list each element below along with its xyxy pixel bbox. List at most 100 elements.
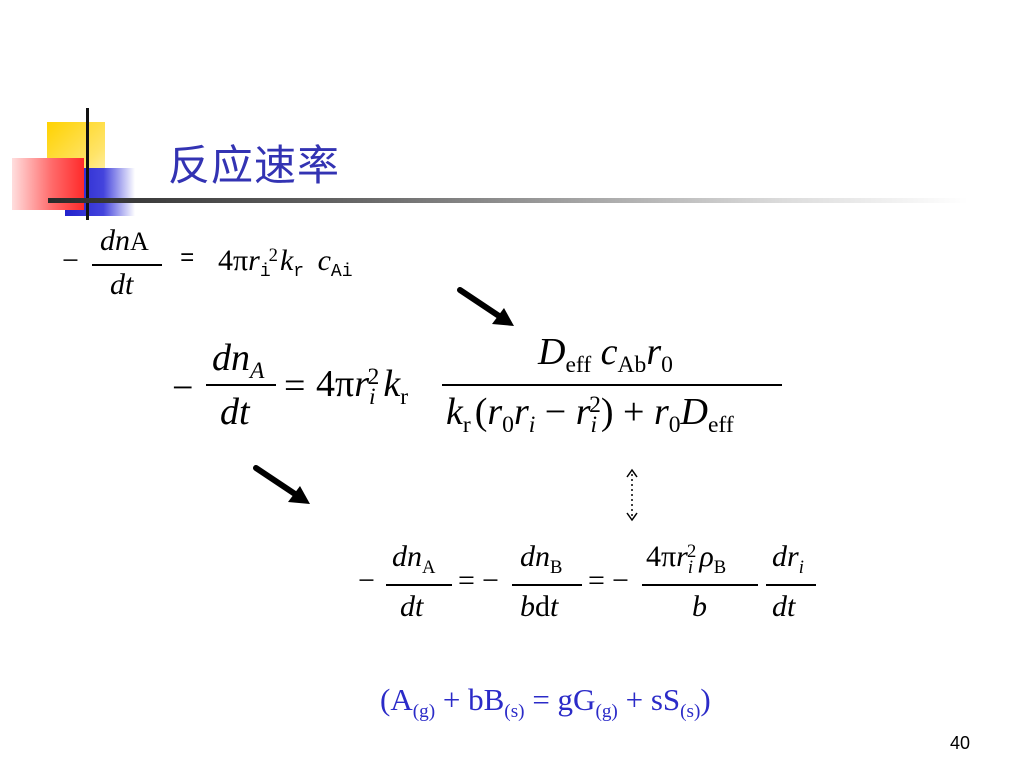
reaction-phase-4: (s) [680,700,701,722]
eq2-den-close: ) [600,391,614,433]
eq2-k-sub: r [400,384,409,411]
eq2-den-minus: − [544,391,567,433]
eq3-f2-num: dn [520,540,550,573]
eq2-num-D: D [538,331,566,373]
eq2-num-D-sub: eff [565,352,592,379]
eq1-c: c [317,244,331,277]
eq2-den-ri: r [513,391,529,433]
eq3-f1-num-sub: A [422,556,436,578]
eq3-fraction-4-bar [766,584,816,586]
eq2-den-ri2-sup: 2 [589,392,601,419]
eq2-r: r [354,363,369,405]
reaction-equation: (A(g) + bB(s) = gG(g) + sS(s)) [380,682,711,722]
eq2-den-open: ( [474,391,488,433]
slide-title: 反应速率 [168,141,341,190]
eq2-r-sup: 2 [367,364,380,391]
eq3-f2-den-t: t [550,590,559,623]
eq3-f2-num-sub: B [550,556,563,578]
eq3-minus-3: − [612,564,629,597]
double-headed-dotted-arrow-icon [626,468,638,522]
eq3-fraction-1-bar [386,584,452,586]
eq2-num-dn: dn [212,337,250,379]
eq3-equals-2: = [588,564,605,597]
decoration-vertical-line [86,108,89,220]
eq3-minus-2: − [482,564,499,597]
eq1-fraction: dnA dt [92,224,162,304]
eq2-num-r: r [646,331,662,373]
eq3-fraction-2-bar [512,584,582,586]
eq2-equals: = [284,365,306,407]
diagonal-arrow-icon [457,287,514,326]
eq3-fraction-3-bar [642,584,758,586]
eq3-f3-num-rho-sub: B [713,556,727,578]
eq2-fraction-right: Deff cAbr0 kr(r0ri − ri2) + r0Deff [442,331,782,446]
eq3-minus-1: − [358,564,375,597]
eq1-equals: = [180,246,195,273]
reaction-plus-1: + bB [435,682,505,717]
eq3-f1-den: dt [400,590,424,623]
eq1-num-n: n [115,224,130,257]
corner-decoration [10,108,140,228]
eq3-fraction-2: dnB bdt [512,538,582,634]
diagonal-arrow-icon [253,465,310,504]
eq1-r-sub: i [259,262,271,283]
eq1-k-sub: r [293,262,305,283]
eq3-f1-num: dn [392,540,422,573]
eq2-den-k: k [446,391,463,433]
eq1-denominator: dt [110,268,134,301]
eq2-minus: − [172,367,194,409]
eq2-den-r0b-sub: 0 [668,412,681,439]
eq3-f3-num-rho: ρ [699,540,714,573]
eq1-num-sub: A [130,227,149,256]
eq3-fraction-1: dnA dt [386,538,452,634]
eq2-numerator: Deff cAbr0 [538,330,673,378]
eq1-k: k [279,244,294,277]
eq2-fraction-right-bar [442,384,782,386]
eq1-r-sup: 2 [268,244,278,266]
eq3-f3-den: b [692,590,707,623]
eq1-minus: − [62,244,79,277]
eq2-num-c: c [600,331,618,373]
eq1-coef: 4π [218,244,249,277]
eq2-denominator-left: dt [220,391,250,433]
eq1-num-d: d [100,224,115,257]
eq2-denominator: kr(r0ri − ri2) + r0Deff [446,390,734,438]
eq2-den-ri-sub: i [528,412,536,439]
eq3-f2-den-b: b [520,590,535,623]
title-underline [48,198,968,203]
eq2-den-D: D [680,391,708,433]
eq2-den-r0-sub: 0 [502,412,514,439]
eq2-num-sub: A [250,358,265,385]
eq2-den-r0: r [487,391,503,433]
eq1-r: r [248,244,260,277]
reaction-open: (A [380,682,413,717]
eq3-f2-den-d: d [535,590,550,623]
eq2-num-c-sub: Ab [617,352,647,379]
eq2-den-D-sub: eff [707,412,734,439]
eq3-fraction-4: dri dt [766,538,816,634]
page-number: 40 [949,733,970,753]
reaction-plus-2: + sS [617,682,681,717]
eq2-coef: 4π [316,363,355,405]
equation-1: − dnA dt = 4πri2kr cAi [62,224,422,304]
eq3-f4-num-sub: i [798,556,804,578]
eq3-f4-den: dt [772,590,796,623]
eq2-den-r0b: r [653,391,669,433]
eq2-den-k-sub: r [462,412,471,439]
eq2-fraction-left-bar [206,384,276,386]
eq1-c-sub: Ai [330,262,353,283]
eq2-den-ri2: r [575,391,591,433]
eq3-equals-1: = [458,564,475,597]
eq3-f3-num-r-sup: 2 [687,540,697,562]
eq1-fraction-bar [92,264,162,266]
reaction-phase-2: (s) [504,700,525,722]
eq2-fraction-left: dnA dt [206,336,276,446]
eq3-f4-num: dr [772,540,799,573]
eq2-num-r-sub: 0 [661,352,673,379]
reaction-phase-3: (g) [595,700,618,722]
eq2-k: k [383,363,401,405]
reaction-phase-1: (g) [412,700,436,722]
